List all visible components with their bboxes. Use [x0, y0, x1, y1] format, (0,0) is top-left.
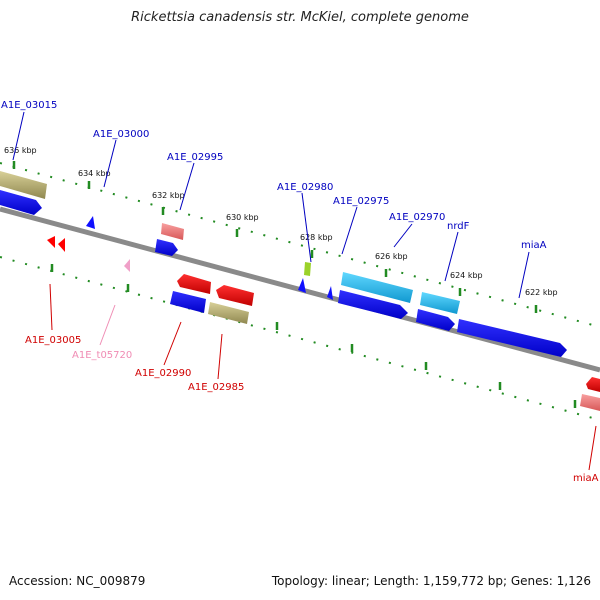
scale-label-630: 630 kbp: [226, 213, 259, 222]
label-a1e-02970[interactable]: A1E_02970: [389, 212, 445, 223]
label-a1e-03000[interactable]: A1E_03000: [93, 129, 149, 140]
leader-a1e-03015: [12, 111, 25, 161]
gene-red-small-a1e-03005-a[interactable]: [47, 236, 55, 248]
gene-blue-arrow-left[interactable]: [0, 190, 42, 215]
upper-major-ticks: [12, 161, 538, 313]
gene-salmon-miaA[interactable]: [580, 394, 600, 411]
accession-text: Accession: NC_009879: [9, 574, 146, 588]
gene-red-a1e-02990[interactable]: [177, 274, 211, 294]
scale-label-622: 622 kbp: [525, 288, 558, 297]
leader-a1e-02980: [301, 192, 312, 263]
label-a1e-02985[interactable]: A1E_02985: [188, 382, 244, 393]
genome-summary-text: Topology: linear; Length: 1,159,772 bp; …: [271, 574, 591, 588]
gene-blue-small-a1e-02980-b[interactable]: [327, 286, 333, 300]
label-a1e-t05720[interactable]: A1E_t05720: [72, 350, 132, 361]
label-miaA-bottom[interactable]: miaA: [573, 473, 599, 484]
label-a1e-03005[interactable]: A1E_03005: [25, 335, 81, 346]
scale-label-624: 624 kbp: [450, 271, 483, 280]
label-a1e-02980[interactable]: A1E_02980: [277, 182, 333, 193]
leader-miaA-bottom: [588, 425, 597, 471]
gene-blue-small-a1e-03000[interactable]: [86, 216, 95, 229]
leader-a1e-02985: [217, 333, 223, 380]
scale-label-626: 626 kbp: [375, 252, 408, 261]
label-miaA-top[interactable]: miaA: [521, 240, 547, 251]
leader-a1e-02995: [179, 162, 195, 211]
gene-blue-a1e-02995[interactable]: [155, 239, 178, 256]
leader-a1e-03005: [49, 283, 53, 331]
gene-blue-small-a1e-02980-a[interactable]: [298, 278, 306, 293]
gene-blue-a1e-02990[interactable]: [170, 291, 206, 313]
gene-blue-mia-a[interactable]: [457, 319, 567, 357]
leader-a1e-03000: [103, 139, 117, 188]
gene-cyan-a1e-02975[interactable]: [341, 272, 413, 303]
scale-label-636: 636 kbp: [4, 146, 37, 155]
gene-blue-a1e-02975[interactable]: [338, 290, 408, 319]
gene-red-miaA[interactable]: [586, 377, 600, 392]
scale-label-634: 634 kbp: [78, 169, 111, 178]
gene-red-a1e-02985[interactable]: [216, 285, 254, 306]
gene-green-small[interactable]: [304, 262, 311, 276]
leader-a1e-t05720: [99, 304, 116, 346]
label-a1e-03015[interactable]: A1E_03015: [1, 100, 57, 111]
leader-a1e-02975: [341, 206, 358, 255]
label-a1e-02990[interactable]: A1E_02990: [135, 368, 191, 379]
leader-a1e-02970: [393, 223, 413, 248]
gene-olive-a1e-02985[interactable]: [208, 302, 249, 324]
gene-olive-a1e-03015[interactable]: [0, 171, 47, 199]
scale-label-628: 628 kbp: [300, 233, 333, 242]
gene-salmon-a1e-02995[interactable]: [161, 223, 184, 240]
label-nrdF[interactable]: nrdF: [447, 221, 470, 232]
gene-pink-trna[interactable]: [124, 259, 130, 272]
scale-label-632: 632 kbp: [152, 191, 185, 200]
gene-cyan-a1e-02970[interactable]: [420, 292, 460, 314]
leader-miaA-top: [518, 251, 530, 299]
leader-nrdF: [444, 231, 459, 282]
gene-red-small-a1e-03005-b[interactable]: [58, 238, 65, 252]
leader-a1e-02990: [163, 321, 182, 366]
label-a1e-02975[interactable]: A1E_02975: [333, 196, 389, 207]
map-title: Rickettsia canadensis str. McKiel, compl…: [131, 10, 469, 25]
gene-blue-a1e-02970[interactable]: [416, 309, 455, 331]
label-a1e-02995[interactable]: A1E_02995: [167, 152, 223, 163]
